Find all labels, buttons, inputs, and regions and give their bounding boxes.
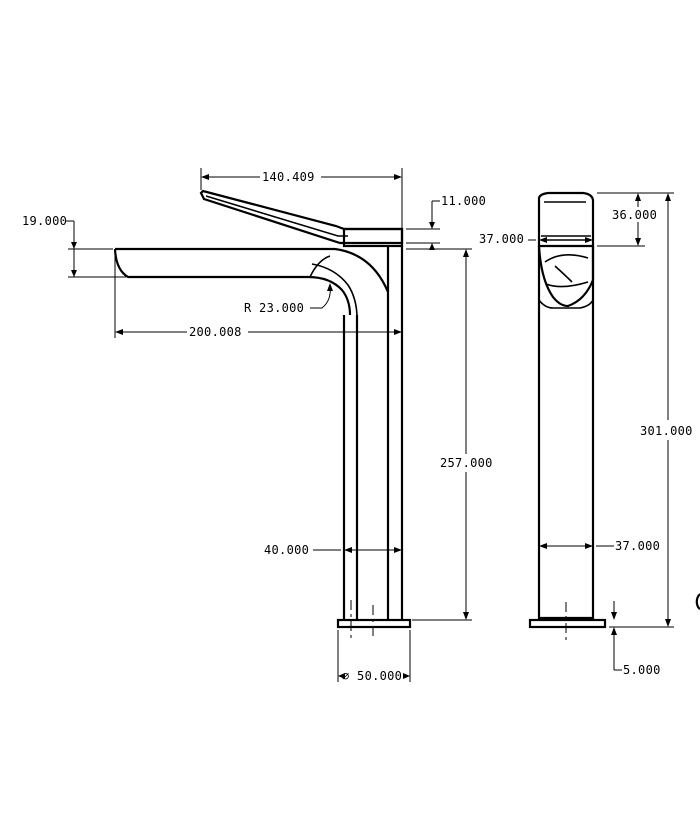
dim-spout-length: 200.008	[189, 325, 242, 339]
side-dimensions: 36.000 37.000 301.000 37.000 5.000	[479, 192, 693, 677]
side-base	[528, 618, 607, 629]
dim-base-thickness: 5.000	[623, 663, 661, 677]
dim-total-height: 301.000	[640, 424, 693, 438]
dim-spout-height: 19.000	[22, 214, 67, 228]
dim-body-height: 257.000	[440, 456, 493, 470]
base-plate	[336, 618, 412, 629]
dim-lever-length: 140.409	[262, 170, 315, 184]
lever-handle	[199, 189, 404, 245]
side-handle-inner	[541, 201, 591, 241]
edge-mark	[695, 593, 700, 610]
spout-curve	[311, 263, 358, 316]
lever-handle-inner-line	[205, 195, 348, 237]
spout-outline	[115, 247, 390, 293]
side-body	[537, 246, 595, 620]
side-body-taper	[538, 299, 594, 309]
spout-bottom	[113, 248, 352, 316]
side-lever-inner	[544, 254, 589, 288]
side-view	[528, 191, 607, 640]
dim-base-diameter: ⌀ 50.000	[342, 669, 402, 683]
spout-tip	[309, 255, 331, 278]
dim-handle-width-side: 37.000	[479, 232, 524, 246]
side-handle-top	[537, 191, 595, 248]
dim-body-width: 40.000	[264, 543, 309, 557]
side-lever	[537, 245, 595, 308]
front-view	[113, 189, 412, 640]
dim-body-width-side: 37.000	[615, 539, 660, 553]
dim-lever-height: 11.000	[441, 194, 486, 208]
dim-handle-height-side: 36.000	[612, 208, 657, 222]
front-dimensions: 140.409 11.000 19.000 200.008 R 23.000	[22, 168, 493, 683]
dim-spout-radius: R 23.000	[244, 301, 304, 315]
